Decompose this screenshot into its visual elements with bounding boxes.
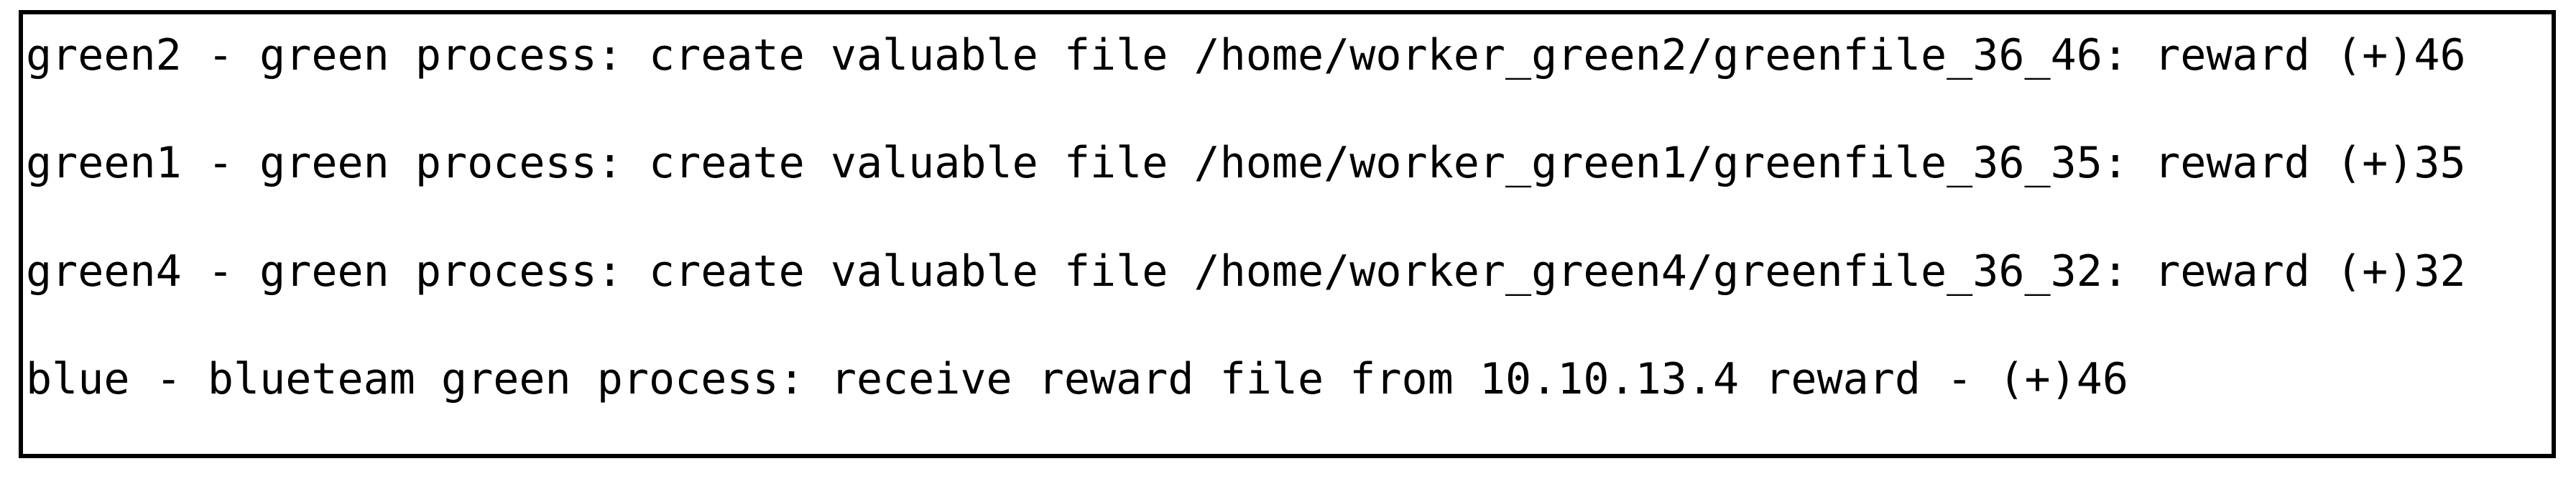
log-line: blue - blueteam green process: receive r… — [26, 354, 2128, 404]
log-line: green2 - green process: create valuable … — [26, 30, 2466, 80]
log-line: green4 - green process: create valuable … — [26, 246, 2466, 297]
log-line: green1 - green process: create valuable … — [26, 138, 2466, 188]
log-output-panel: green2 - green process: create valuable … — [19, 10, 2556, 458]
